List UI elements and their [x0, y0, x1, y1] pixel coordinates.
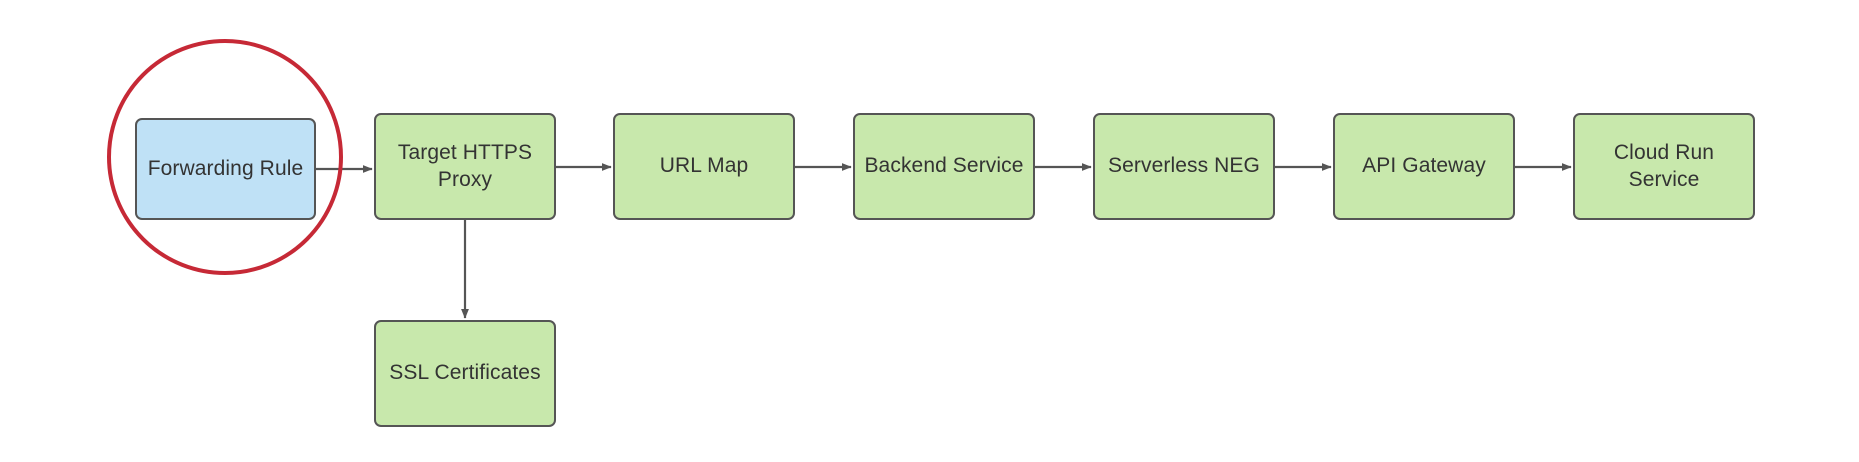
node-cloud-run-service-label: Cloud Run Service: [1613, 141, 1715, 191]
node-target-https-proxy-label: Target HTTPS Proxy: [397, 141, 533, 191]
node-backend-service[interactable]: Backend Service: [853, 113, 1035, 220]
node-backend-service-label: Backend Service: [864, 154, 1024, 178]
node-serverless-neg[interactable]: Serverless NEG: [1093, 113, 1275, 220]
node-url-map[interactable]: URL Map: [613, 113, 795, 220]
node-api-gateway-label: API Gateway: [1362, 154, 1486, 178]
node-forwarding-rule-label: Forwarding Rule: [147, 156, 304, 180]
node-ssl-certificates[interactable]: SSL Certificates: [374, 320, 556, 427]
node-serverless-neg-label: Serverless NEG: [1108, 154, 1260, 178]
node-target-https-proxy[interactable]: Target HTTPS Proxy: [374, 113, 556, 220]
node-ssl-certificates-label: SSL Certificates: [389, 361, 541, 385]
node-url-map-label: URL Map: [659, 154, 749, 178]
node-cloud-run-service[interactable]: Cloud Run Service: [1573, 113, 1755, 220]
node-forwarding-rule[interactable]: Forwarding Rule: [135, 118, 316, 220]
node-api-gateway[interactable]: API Gateway: [1333, 113, 1515, 220]
